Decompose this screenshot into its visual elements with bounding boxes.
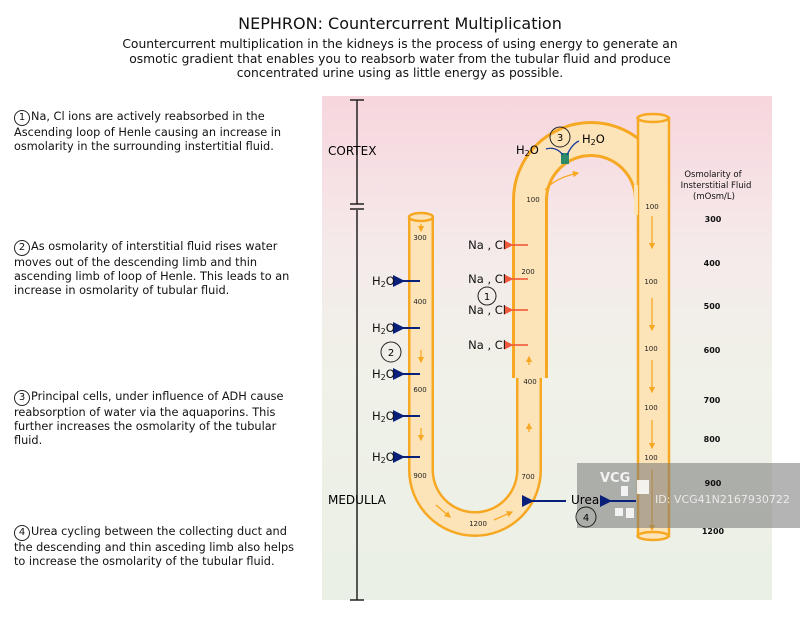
marker-4: 4 (583, 513, 589, 524)
descending-value: 400 (413, 298, 426, 306)
step-text: Urea cycling between the collecting duct… (14, 525, 295, 568)
interstitial-value: 1200 (702, 527, 725, 536)
cortex-label: CORTEX (328, 144, 376, 158)
ascending-value: 400 (523, 378, 536, 386)
interstitial-value: 900 (705, 479, 722, 488)
watermark: VCG ID: VCG41N2167930722 (577, 463, 800, 528)
duct-value: 100 (644, 454, 657, 462)
watermark-symbol-icon (615, 480, 649, 518)
interstitial-value: 800 (704, 435, 721, 444)
h2o-label: H2O (372, 409, 395, 424)
interstitial-value: 400 (704, 259, 721, 268)
ion-arrows (504, 240, 528, 350)
medulla-label: MEDULLA (328, 493, 387, 507)
watermark-logo: VCG (600, 471, 630, 486)
page-title: NEPHRON: Countercurrent Multiplication (238, 14, 562, 33)
region-scale (350, 99, 364, 601)
marker-2: 2 (388, 348, 394, 359)
watermark-id: ID: VCG41N2167930722 (655, 493, 790, 506)
bottom-value: 1200 (469, 520, 487, 528)
interstitial-value: 300 (705, 215, 722, 224)
duct-value: 100 (644, 345, 657, 353)
subtitle: Countercurrent multiplication in the kid… (122, 37, 678, 80)
h2o-label: H2O (582, 132, 605, 147)
step-text: Principal cells, under influence of ADH … (14, 390, 284, 447)
tube-opening (407, 211, 435, 223)
nacl-label: Na , Cl (468, 303, 506, 317)
marker-3: 3 (557, 133, 563, 144)
aquaporin-icon (561, 153, 569, 164)
step-text: As osmolarity of interstitial fluid rise… (14, 240, 290, 297)
step-text: Na, Cl ions are actively reabsorbed in t… (14, 110, 282, 153)
interstitial-header: Insterstitial Fluid (681, 181, 752, 191)
h2o-label: H2O (372, 367, 395, 382)
water-arrows: H2O H2O H2O H2O H2O (372, 274, 420, 465)
descending-value: 900 (413, 472, 426, 480)
interstitial-header: (mOsm/L) (693, 192, 735, 202)
ascending-value: 700 (521, 473, 534, 481)
duct-value: 100 (644, 278, 657, 286)
aquaporin-water-arrows (545, 140, 580, 156)
urea-label: Urea (571, 493, 599, 507)
duct-value: 100 (644, 404, 657, 412)
ascending-value: 100 (526, 196, 539, 204)
h2o-label: H2O (372, 450, 395, 465)
nacl-label: Na , Cl (468, 238, 506, 252)
nacl-label: Na , Cl (468, 272, 506, 286)
h2o-label: H2O (372, 321, 395, 336)
nacl-label: Na , Cl (468, 338, 506, 352)
interstitial-header: Osmolarity of (684, 170, 742, 180)
h2o-label: H2O (516, 143, 539, 158)
descending-value: 600 (413, 386, 426, 394)
marker-1: 1 (484, 292, 490, 303)
interstitial-value: 600 (704, 346, 721, 355)
h2o-label: H2O (372, 274, 395, 289)
duct-value: 100 (645, 203, 658, 211)
descending-value: 300 (413, 234, 426, 242)
interstitial-value: 700 (704, 396, 721, 405)
ascending-value: 200 (521, 268, 534, 276)
interstitial-value: 500 (704, 302, 721, 311)
